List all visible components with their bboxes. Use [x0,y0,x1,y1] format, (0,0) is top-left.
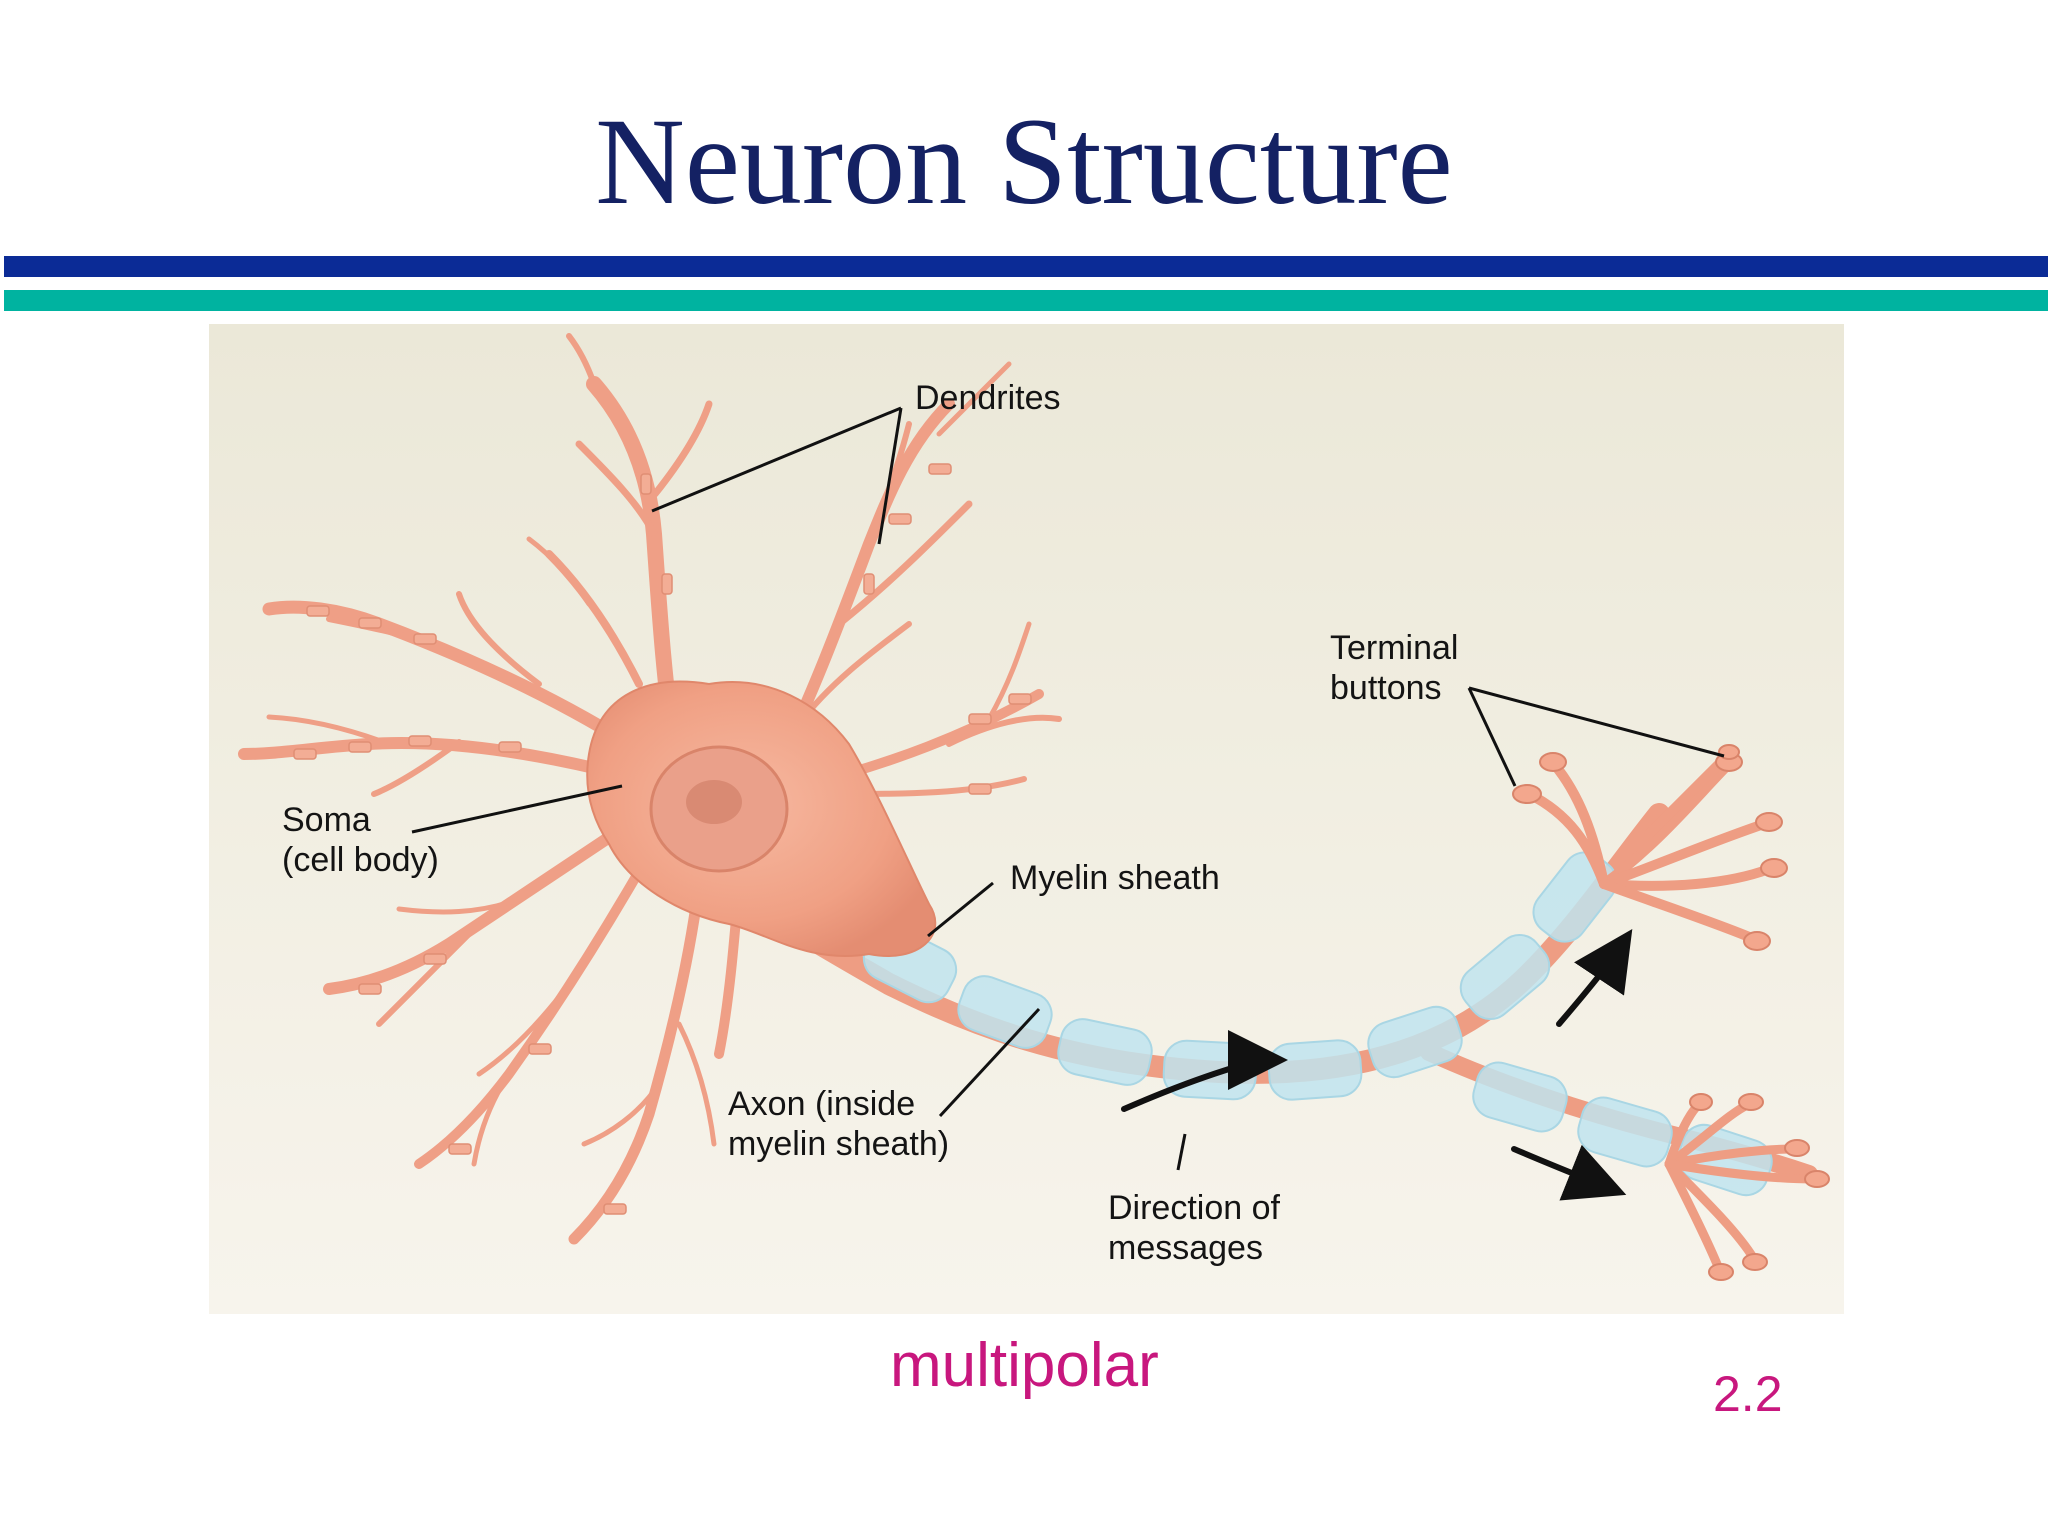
title-rule-navy [4,256,2048,277]
leader-terminal-b [1468,686,1725,758]
label-myelin-sheath: Myelin sheath [1010,858,1220,898]
terminal-buttons-lower [1689,1093,1830,1281]
soma [586,680,937,957]
label-axon: Axon (inside myelin sheath) [728,1084,949,1164]
label-soma-line2: (cell body) [282,841,439,879]
leader-lines [411,406,1725,1171]
leader-myelin [927,881,994,938]
label-dendrites-text: Dendrites [915,379,1061,417]
label-terminal-buttons-line1: Terminal [1330,629,1459,667]
neuron-type-caption: multipolar [890,1331,1159,1400]
leader-terminal-a [1467,687,1517,787]
leader-axon [938,1007,1041,1118]
label-dendrites: Dendrites [915,378,1061,418]
label-direction-line1: Direction of [1108,1189,1280,1227]
slide-number: 2.2 [1713,1366,1783,1422]
label-terminal-buttons: Terminal buttons [1330,628,1458,708]
direction-arrows [1121,929,1633,1201]
terminal-buttons-upper [1512,744,1788,951]
direction-arrow-lower [1511,1144,1627,1201]
label-direction: Direction of messages [1108,1188,1280,1268]
leader-dendrites-b [877,407,903,545]
leader-dendrites-a [651,406,902,513]
neuron-illustration [238,333,1830,1281]
direction-arrow-upper [1556,929,1633,1027]
label-myelin-sheath-text: Myelin sheath [1010,859,1220,897]
dendritic-spines [293,463,1032,1215]
label-axon-line2: myelin sheath) [728,1125,950,1163]
leader-soma [411,784,623,834]
nucleolus [686,780,742,824]
label-direction-line2: messages [1108,1229,1263,1267]
title-rule-teal [4,290,2048,311]
label-soma-line1: Soma [282,801,371,839]
leader-direction [1176,1133,1187,1171]
label-terminal-buttons-line2: buttons [1330,669,1442,707]
label-soma: Soma (cell body) [282,800,439,880]
slide-title: Neuron Structure [595,93,1453,230]
direction-arrow-main [1121,1030,1288,1112]
label-axon-line1: Axon (inside [728,1085,916,1123]
neuron-diagram: Dendrites Terminal buttons Soma (cell bo… [209,324,1844,1314]
